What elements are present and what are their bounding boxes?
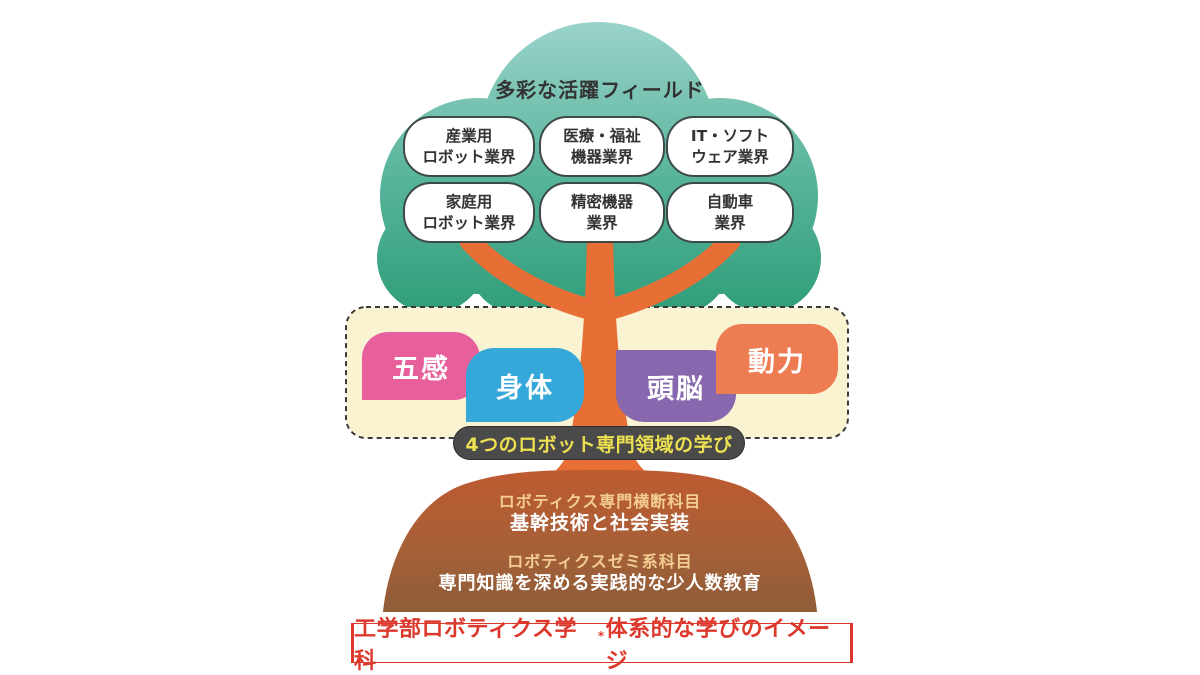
foundation-description-2: 専門知識を深める実践的な少人数教育 (438, 573, 762, 594)
domain-tag-body: 身体 (466, 348, 584, 422)
trunk (544, 232, 656, 478)
canopy-title: 多彩な活躍フィールド (495, 78, 705, 102)
field-label: ウェア業界 (691, 147, 769, 166)
roots-mound (383, 470, 817, 612)
field-label: ロボット業界 (422, 213, 516, 232)
domains-pill-label: 4つのロボット専門領域の学び (453, 426, 745, 460)
domain-tag-five-senses: 五感 (362, 332, 480, 400)
caption-footnote-mark: * (597, 629, 605, 643)
diagram-caption: 工学部ロボティクス学科 *体系的な学びのイメージ (351, 617, 853, 674)
field-label: 自動車 (706, 193, 754, 212)
field-label: 業界 (586, 213, 618, 232)
field-label: 精密機器 (570, 193, 633, 212)
trunk-shape (459, 230, 741, 478)
field-label: 機器業界 (570, 147, 633, 166)
field-label: ロボット業界 (422, 147, 516, 166)
caption-prefix: 工学部ロボティクス学科 (354, 617, 578, 674)
field-label: 医療・福祉 (563, 127, 641, 146)
foundation-category-2: ロボティクスゼミ系科目 (507, 552, 693, 571)
field-bubble-it-software: IT・ソフト ウェア業界 (666, 116, 794, 177)
field-label: 業界 (714, 213, 746, 232)
field-bubble-precision-equipment: 精密機器 業界 (539, 182, 665, 243)
domain-tag-power: 動力 (716, 324, 838, 394)
field-label: IT・ソフト (690, 127, 770, 146)
field-label: 家庭用 (445, 193, 493, 212)
foundation-category-1: ロボティクス専門横断科目 (498, 492, 702, 511)
field-bubble-home-robot: 家庭用 ロボット業界 (403, 182, 535, 243)
field-label: 産業用 (445, 127, 493, 146)
caption-suffix: 体系的な学びのイメージ (605, 617, 831, 674)
field-bubble-industrial-robot: 産業用 ロボット業界 (403, 116, 535, 177)
field-bubble-medical-welfare: 医療・福祉 機器業界 (539, 116, 665, 177)
foundation-description-1: 基幹技術と社会実装 (509, 512, 690, 534)
field-bubble-automotive: 自動車 業界 (666, 182, 794, 243)
